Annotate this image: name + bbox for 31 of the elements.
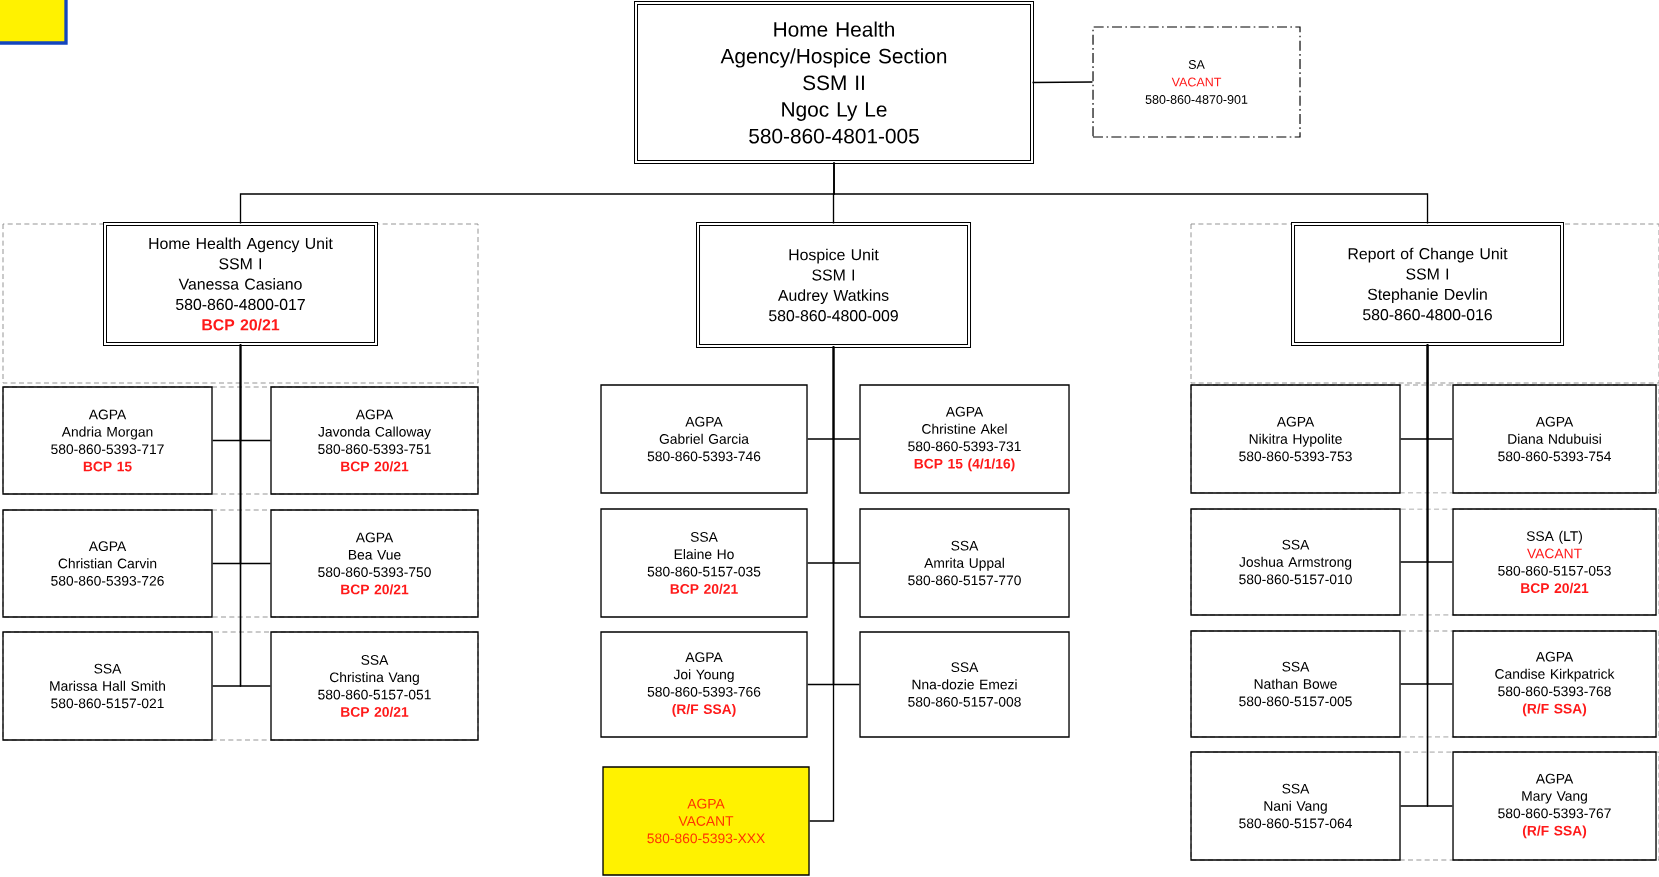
manager-box: Home Health Agency/Hospice Section SSM II Ngoc Ly Le 580-860-4801-005 <box>634 1 1034 164</box>
position-box: AGPA Javonda Calloway 580-860-5393-751 BCP 20/21 <box>270 386 479 495</box>
connector-line <box>833 161 1429 225</box>
position-box: AGPA Mary Vang 580-860-5393-767 (R/F SSA) <box>1452 751 1657 861</box>
position-box: SSA (LT) VACANT 580-860-5157-053 BCP 20/21 <box>1452 508 1657 616</box>
position-box: AGPA Andria Morgan 580-860-5393-717 BCP 15 <box>2 386 213 495</box>
position-box: AGPA Joi Young 580-860-5393-766 (R/F SSA) <box>600 631 808 738</box>
connector-line <box>1426 343 1453 807</box>
position-box: SSA Joshua Armstrong 580-860-5157-010 <box>1190 508 1401 616</box>
position-box: AGPA Candise Kirkpatrick 580-860-5393-768 (R/F SSA) <box>1452 630 1657 738</box>
position-box: SSA Amrita Uppal 580-860-5157-770 <box>859 508 1070 618</box>
vacancy-box: AGPA VACANT 580-860-5393-XXX <box>602 766 810 876</box>
position-box: AGPA Gabriel Garcia 580-860-5393-746 <box>600 384 808 494</box>
position-box: AGPA Bea Vue 580-860-5393-750 BCP 20/21 <box>270 509 479 618</box>
position-box: SSA Nathan Bowe 580-860-5157-005 <box>1190 630 1401 738</box>
connector-line <box>239 343 271 687</box>
vacancy-box: SA VACANT 580-860-4870-901 <box>1092 26 1301 138</box>
manager-box: Report of Change Unit SSM I Stephanie Devlin 580-860-4800-016 <box>1291 222 1564 346</box>
position-box: AGPA Christine Akel 580-860-5393-731 BCP 15 (4/1/16) <box>859 384 1070 494</box>
manager-box: Home Health Agency Unit SSM I Vanessa Casiano 580-860-4800-017 BCP 20/21 <box>103 222 378 346</box>
position-box: SSA Nani Vang 580-860-5157-064 <box>1190 751 1401 861</box>
position-box: SSA Nna-dozie Emezi 580-860-5157-008 <box>859 631 1070 738</box>
position-box: SSA Christina Vang 580-860-5157-051 BCP 20/21 <box>270 631 479 741</box>
position-box: AGPA Diana Ndubuisi 580-860-5393-754 <box>1452 384 1657 494</box>
position-box: SSA Elaine Ho 580-860-5157-035 BCP 20/21 <box>600 508 808 618</box>
position-box: AGPA Nikitra Hypolite 580-860-5393-753 <box>1190 384 1401 494</box>
connector-line <box>1031 81 1094 84</box>
manager-box: Hospice Unit SSM I Audrey Watkins 580-860-4800-009 <box>696 222 971 348</box>
position-box: AGPA Christian Carvin 580-860-5393-726 <box>2 509 213 618</box>
connector-line <box>809 345 835 822</box>
position-box: SSA Marissa Hall Smith 580-860-5157-021 <box>2 631 213 741</box>
